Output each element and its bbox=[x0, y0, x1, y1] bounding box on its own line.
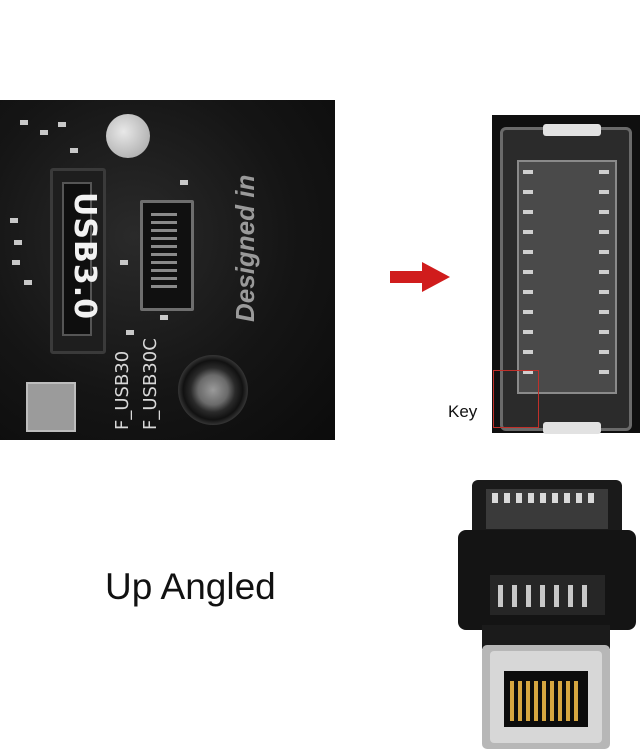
bottom-latch bbox=[543, 422, 601, 434]
designed-in-silkscreen: Designed in bbox=[230, 174, 260, 322]
mounting-screw bbox=[178, 355, 248, 425]
usb30-silkscreen-label: USB3.0 bbox=[67, 192, 102, 320]
capacitor bbox=[106, 114, 150, 158]
up-angled-adapter-photo bbox=[458, 480, 636, 749]
key-label: Key bbox=[448, 402, 478, 421]
top-latch bbox=[543, 124, 601, 136]
motherboard-photo: USB3.0 Designed in F_USB30 F_USB30C bbox=[0, 100, 335, 440]
connector-closeup-photo bbox=[492, 115, 640, 434]
inductor bbox=[26, 382, 76, 432]
connector-frame bbox=[500, 124, 632, 434]
key-highlight-box bbox=[493, 370, 539, 428]
connector-socket bbox=[517, 160, 617, 394]
f-usb30c-label: F_USB30C bbox=[140, 338, 161, 430]
usb30-header-slot bbox=[62, 182, 92, 336]
right-arrow-icon bbox=[390, 262, 450, 292]
f-usb30-label: F_USB30 bbox=[112, 350, 133, 430]
type-c-header bbox=[140, 200, 194, 311]
up-angled-caption: Up Angled bbox=[105, 566, 276, 607]
